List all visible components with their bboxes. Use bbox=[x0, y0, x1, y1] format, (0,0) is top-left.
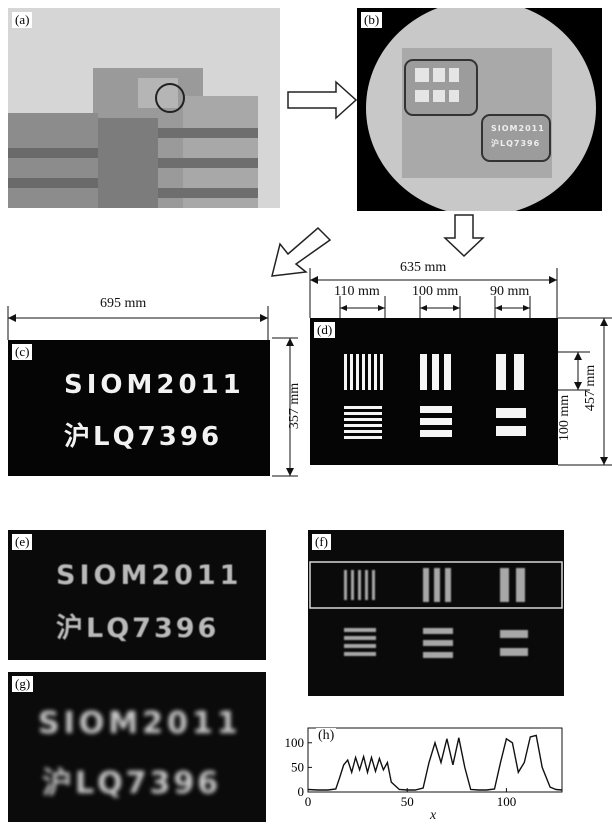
x-tick-label: 50 bbox=[401, 794, 414, 809]
panel-label-c: (c) bbox=[12, 344, 33, 360]
dim-height-c: 357 mm bbox=[287, 382, 303, 430]
dim-width-c: 695 mm bbox=[100, 296, 147, 311]
arrow-down-left-icon bbox=[271, 226, 332, 277]
panel-label-a: (a) bbox=[12, 12, 33, 28]
dim-group-1: 110 mm bbox=[334, 284, 380, 299]
dim-group-2: 100 mm bbox=[412, 284, 459, 299]
plate-small-line2: 沪LQ7396 bbox=[491, 139, 541, 148]
panel-label-e: (e) bbox=[12, 534, 33, 550]
y-tick-label: 0 bbox=[298, 784, 305, 799]
dim-group-3: 90 mm bbox=[490, 284, 530, 299]
panel-label-d: (d) bbox=[314, 322, 336, 338]
y-tick-label: 100 bbox=[285, 735, 305, 750]
chart-series-line bbox=[307, 734, 563, 791]
plate-line1: SIOM2011 bbox=[64, 370, 245, 400]
plate-blur-line1: SIOM2011 bbox=[38, 706, 242, 741]
target-view-illustration bbox=[366, 8, 596, 211]
arrow-right-icon bbox=[287, 80, 358, 120]
panel-d-bar-target: (d) bbox=[310, 318, 558, 465]
chart-ticks: 0 50 100 0 50 100 bbox=[285, 735, 517, 809]
chart-x-axis-label: x bbox=[430, 808, 437, 823]
bar-target-pattern bbox=[344, 354, 526, 439]
panel-label-g: (g) bbox=[12, 676, 34, 692]
x-tick-label: 0 bbox=[305, 794, 312, 809]
plate-recon-line2: 沪LQ7396 bbox=[56, 613, 220, 644]
panel-label-b: (b) bbox=[361, 12, 383, 28]
chart-label-h: (h) bbox=[316, 728, 337, 744]
dim-bar-height: 100 mm bbox=[557, 394, 573, 442]
x-tick-label: 100 bbox=[497, 794, 517, 809]
building-illustration bbox=[8, 8, 280, 208]
bar-recon-pattern bbox=[309, 561, 563, 658]
arrow-down-icon bbox=[443, 214, 485, 258]
y-tick-label: 50 bbox=[291, 759, 304, 774]
plate-line2: 沪LQ7396 bbox=[64, 422, 223, 452]
panel-a-photo: (a) bbox=[8, 8, 280, 208]
chart-frame bbox=[307, 727, 563, 793]
plate-recon-line1: SIOM2011 bbox=[56, 560, 243, 591]
dim-width-d: 635 mm bbox=[400, 260, 447, 275]
panel-h-profile-chart: 0 50 100 0 50 100 (h) x bbox=[272, 722, 608, 826]
panel-f-bar-reconstruction: (f) bbox=[308, 530, 564, 696]
panel-label-f: (f) bbox=[312, 534, 331, 550]
plate-blur-line2: 沪LQ7396 bbox=[42, 766, 222, 801]
chart-axes bbox=[307, 727, 563, 793]
profile-chart-svg: 0 50 100 0 50 100 bbox=[285, 727, 563, 809]
panel-b-target-view: SIOM2011 沪LQ7396 (b) bbox=[357, 8, 602, 211]
dim-height-d: 457 mm bbox=[583, 364, 599, 412]
panel-c-plate: (c) SIOM2011 沪LQ7396 bbox=[8, 340, 270, 476]
panel-g-plate-blurred: (g) SIOM2011 沪LQ7396 bbox=[8, 672, 266, 822]
panel-e-plate-reconstruction: (e) SIOM2011 沪LQ7396 bbox=[8, 530, 266, 660]
plate-small-line1: SIOM2011 bbox=[491, 124, 545, 133]
